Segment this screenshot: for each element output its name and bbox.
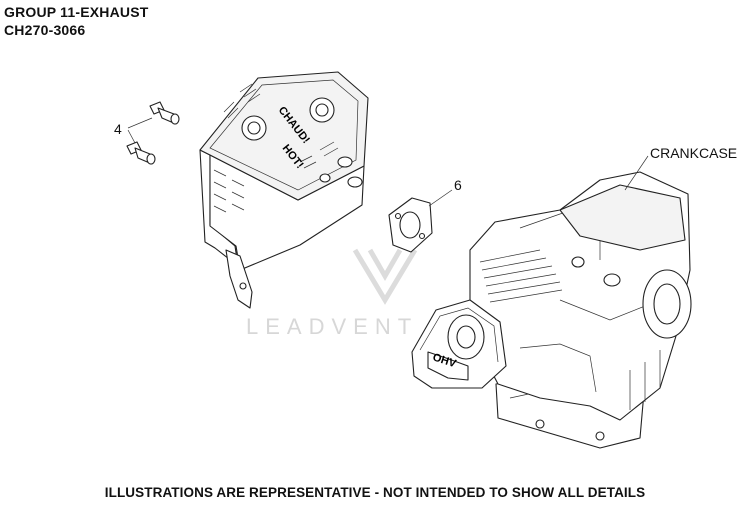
disclaimer-footer: ILLUSTRATIONS ARE REPRESENTATIVE - NOT I… bbox=[104, 485, 646, 500]
bolt-lower bbox=[126, 141, 156, 165]
engine-crankcase bbox=[411, 171, 692, 449]
callout-4-leaders bbox=[127, 117, 153, 144]
model-number: CH270-3066 bbox=[4, 22, 86, 38]
muffler-shield bbox=[199, 71, 369, 309]
callout-6-leader bbox=[428, 189, 453, 207]
exhaust-gasket bbox=[388, 197, 433, 253]
diagram-group-title: GROUP 11-EXHAUST bbox=[4, 4, 149, 20]
watermark-logo bbox=[352, 248, 418, 305]
callout-part-4: 4 bbox=[114, 121, 122, 137]
callout-part-6: 6 bbox=[454, 177, 462, 193]
bolt-upper bbox=[149, 101, 180, 125]
crankcase-leader bbox=[624, 155, 649, 191]
watermark-text: LEADVENT bbox=[246, 314, 419, 339]
callout-crankcase: CRANKCASE bbox=[650, 145, 738, 161]
